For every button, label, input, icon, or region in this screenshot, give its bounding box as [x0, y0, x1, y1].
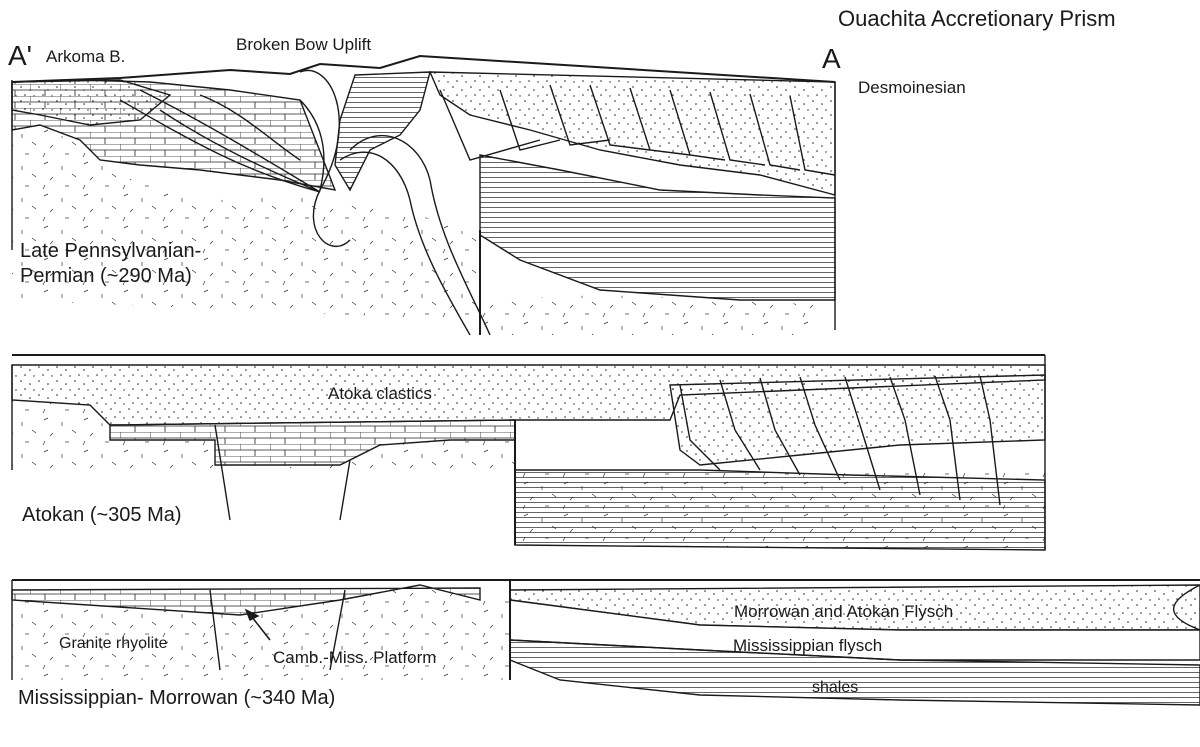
panel-late-pennsylvanian	[12, 56, 835, 335]
flysch2-label: Mississippian flysch	[733, 637, 882, 654]
shale-basin-2	[515, 470, 1045, 550]
desmoinesian-label: Desmoinesian	[858, 79, 966, 96]
panel2-age-label: Atokan (~305 Ma)	[22, 505, 182, 525]
granite-label: Granite rhyolite	[59, 636, 168, 652]
shales-label: shales	[812, 680, 858, 696]
panel3-age-label: Mississippian- Morrowan (~340 Ma)	[18, 688, 335, 708]
platform-label: Camb.-Miss. Platform	[273, 649, 436, 666]
arkoma-label: Arkoma B.	[46, 48, 125, 65]
uplift-label: Broken Bow Uplift	[236, 36, 371, 53]
atoka-clastics-label: Atoka clastics	[328, 385, 432, 402]
flysch-sand-2	[670, 375, 1045, 465]
central-shale-wedge	[335, 72, 430, 190]
section-end-label: A	[822, 45, 841, 73]
diagram-title: Ouachita Accretionary Prism	[838, 8, 1116, 30]
section-start-label: A'	[8, 42, 32, 70]
panel1-age-label: Late Pennsylvanian- Permian (~290 Ma)	[20, 239, 201, 289]
flysch1-label: Morrowan and Atokan Flysch	[734, 603, 953, 620]
